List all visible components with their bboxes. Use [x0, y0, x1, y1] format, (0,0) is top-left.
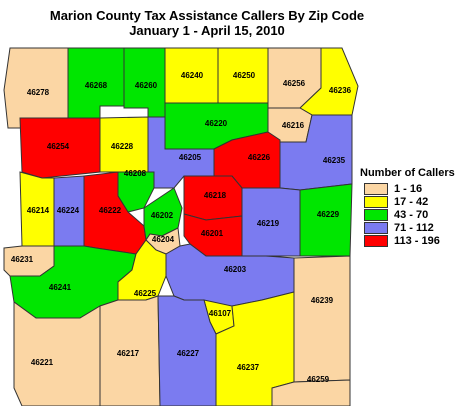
legend-item: 113 - 196 [364, 234, 455, 247]
zip-label: 46226 [248, 153, 271, 162]
legend-label: 17 - 42 [394, 195, 429, 208]
zip-label: 46208 [124, 169, 147, 178]
legend-swatch [364, 234, 388, 247]
zip-label: 46229 [317, 210, 340, 219]
zip-label: 46254 [47, 142, 70, 151]
zip-label: 46237 [237, 363, 260, 372]
zip-label: 46224 [57, 206, 80, 215]
map-title: Marion County Tax Assistance Callers By … [49, 8, 365, 23]
zip-code-map: 46278 46268 46260 46240 46250 46256 46236 46220… [3, 47, 359, 406]
zip-label: 46235 [323, 156, 346, 165]
legend-label: 71 - 112 [394, 221, 434, 234]
zip-label: 46217 [117, 349, 140, 358]
zip-label: 46225 [134, 289, 157, 298]
zip-region-46229 [299, 183, 353, 257]
zip-label: 46220 [205, 119, 228, 128]
zip-region-46254 [19, 117, 101, 179]
zip-label: 46236 [329, 86, 352, 95]
legend-swatch [364, 195, 388, 208]
zip-region-46227 [157, 295, 217, 406]
zip-label: 46228 [111, 142, 134, 151]
map-subtitle: January 1 - April 15, 2010 [129, 23, 285, 38]
zip-label: 46239 [311, 296, 334, 305]
legend-swatch [364, 182, 388, 195]
legend-item: 1 - 16 [364, 182, 455, 195]
zip-label: 46201 [201, 229, 224, 238]
zip-region-46221 [13, 301, 101, 406]
zip-label: 46107 [209, 309, 232, 318]
zip-label: 46221 [31, 358, 54, 367]
zip-label: 46216 [282, 121, 305, 130]
zip-label: 46205 [179, 153, 202, 162]
zip-label: 46231 [11, 255, 34, 264]
zip-label: 46240 [181, 71, 204, 80]
zip-label: 46222 [99, 206, 122, 215]
zip-label: 46241 [49, 283, 72, 292]
zip-label: 46203 [224, 265, 247, 274]
legend-swatch [364, 208, 388, 221]
zip-region-46239 [293, 255, 351, 383]
zip-label: 46218 [204, 191, 227, 200]
zip-label: 46219 [257, 219, 280, 228]
zip-label: 46260 [135, 81, 158, 90]
legend-title: Number of Callers [360, 167, 455, 179]
zip-label: 46202 [151, 211, 174, 220]
zip-region-46237 [215, 291, 295, 406]
zip-label: 46259 [307, 375, 330, 384]
zip-region-46259 [271, 379, 351, 406]
legend-label: 113 - 196 [394, 234, 440, 247]
zip-label: 46278 [27, 88, 50, 97]
legend-item: 43 - 70 [364, 208, 455, 221]
legend-swatch [364, 221, 388, 234]
legend-label: 1 - 16 [394, 182, 423, 195]
zip-label: 46256 [283, 79, 306, 88]
zip-label: 46268 [85, 81, 108, 90]
legend-item: 17 - 42 [364, 195, 455, 208]
zip-region-46217 [99, 295, 161, 406]
legend-item: 71 - 112 [364, 221, 455, 234]
zip-label: 46250 [233, 71, 256, 80]
zip-label: 46227 [177, 349, 200, 358]
legend-label: 43 - 70 [394, 208, 429, 221]
zip-label: 46204 [152, 235, 175, 244]
zip-label: 46214 [27, 206, 50, 215]
